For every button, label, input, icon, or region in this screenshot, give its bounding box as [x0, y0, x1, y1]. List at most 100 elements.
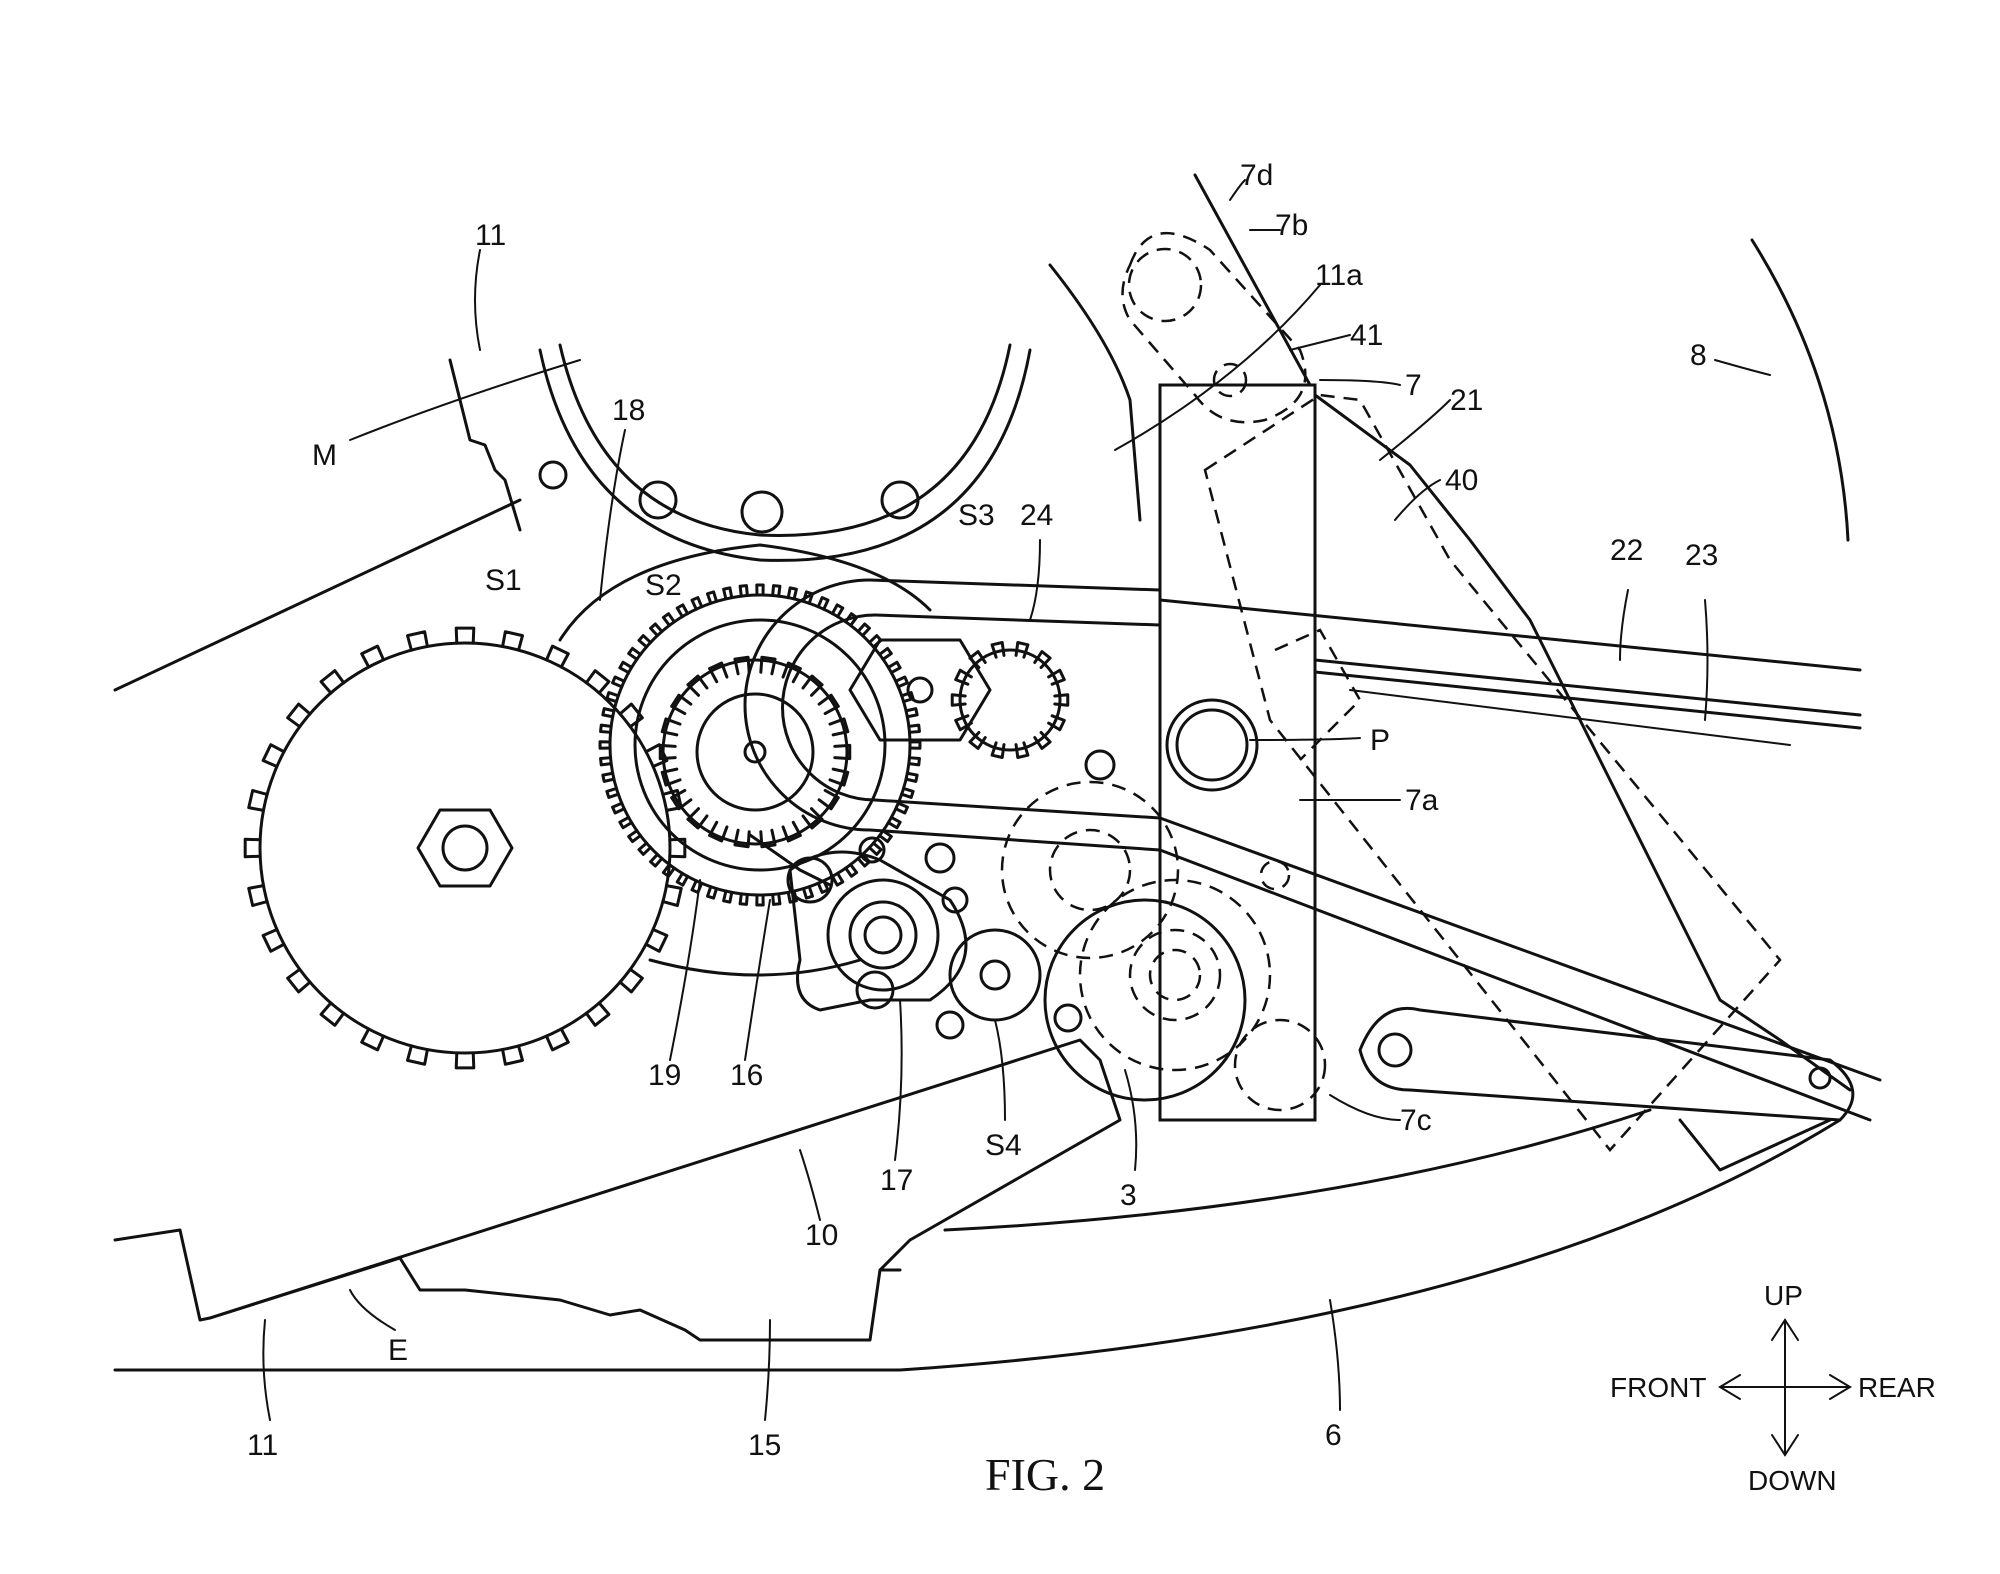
label-m: M — [312, 439, 337, 472]
gear-s4-outer — [948, 928, 1042, 1022]
sprocket-24-teeth — [950, 641, 1070, 759]
chain-lower-run — [868, 828, 1162, 852]
link-7b-pin-top — [1127, 247, 1203, 323]
small-bolt-a — [1084, 749, 1116, 781]
s1teeth-tooth — [360, 1027, 386, 1052]
s1teeth-tooth — [454, 1051, 476, 1070]
g19teeth-tooth — [771, 584, 782, 598]
s24teeth-tooth — [1014, 641, 1030, 659]
label-s2: S2 — [645, 569, 682, 602]
g19teeth-tooth — [867, 841, 883, 856]
g19teeth-tooth — [661, 612, 676, 627]
g19teeth-tooth — [801, 885, 814, 900]
g19teeth-tooth — [599, 756, 613, 767]
frame-6-arc — [113, 1118, 1842, 1372]
frame-11-bracket — [448, 358, 522, 532]
g19teeth-tooth — [637, 841, 653, 856]
part-8-arc — [1750, 238, 1850, 542]
g19teeth-tooth — [738, 584, 749, 598]
s2teeth-tooth — [759, 655, 777, 676]
leader-11-bottom — [262, 1319, 271, 1421]
s24teeth-tooth — [954, 668, 973, 686]
s2teeth-tooth — [759, 828, 777, 849]
frame-15-outline — [113, 1228, 902, 1342]
dir-down: DOWN — [1748, 1465, 1837, 1496]
leader-3 — [1124, 1069, 1138, 1171]
label-16: 16 — [730, 1059, 763, 1092]
g19teeth-tooth — [661, 863, 676, 878]
gear-s1 — [258, 641, 672, 1055]
label-p: P — [1370, 724, 1390, 757]
arrow-rear-head — [1829, 1374, 1852, 1400]
s1teeth-tooth — [584, 669, 611, 695]
g19teeth-tooth — [599, 723, 613, 734]
s1teeth-tooth — [584, 1001, 611, 1027]
g19teeth-tooth — [816, 596, 830, 611]
rail-22-upper — [1158, 598, 1862, 672]
gear-dashed-a — [1000, 780, 1180, 960]
direction-indicator: UP DOWN FRONT REAR — [1610, 1280, 1936, 1496]
s1teeth-tooth — [243, 837, 262, 859]
g19teeth-tooth — [900, 691, 915, 704]
leader-17 — [894, 999, 903, 1161]
s2teeth-tooth — [708, 661, 729, 684]
leader-6 — [1329, 1299, 1341, 1411]
g19teeth-tooth — [618, 660, 634, 675]
frame-upper-line — [113, 498, 522, 692]
sprocket-s3-shaft — [906, 676, 934, 704]
label-7b: 7b — [1275, 209, 1308, 242]
s2teeth-tooth — [670, 693, 693, 716]
g19teeth-tooth — [816, 879, 830, 894]
g19teeth-tooth — [894, 675, 909, 689]
g19teeth-tooth — [904, 707, 919, 719]
g19teeth-tooth — [605, 691, 620, 704]
link-7c-pin-left — [1377, 1032, 1413, 1068]
leader-8 — [1714, 359, 1771, 376]
g19teeth-tooth — [856, 622, 871, 638]
g19teeth-tooth — [738, 892, 749, 906]
label-8: 8 — [1690, 339, 1707, 372]
s1teeth-tooth — [261, 743, 286, 769]
s2teeth-tooth — [658, 743, 677, 761]
dir-rear: REAR — [1858, 1372, 1936, 1403]
g19teeth-tooth — [786, 586, 798, 601]
leader-23 — [1704, 599, 1709, 721]
bolt-2 — [638, 480, 678, 520]
g19teeth-tooth — [601, 707, 616, 719]
g19teeth-tooth — [722, 586, 734, 601]
arrow-down-head — [1771, 1434, 1799, 1457]
label-10: 10 — [805, 1219, 838, 1252]
label-24: 24 — [1020, 499, 1053, 532]
s1teeth-tooth — [261, 927, 286, 953]
gear-dashed-b-inner2 — [1148, 948, 1202, 1002]
s1teeth-tooth — [501, 630, 524, 652]
leader-24 — [1029, 539, 1041, 621]
g19teeth-tooth — [611, 675, 626, 689]
pivot-p-outer — [1165, 698, 1259, 792]
gear-s4-inner — [979, 959, 1011, 991]
leader-41 — [1289, 334, 1351, 351]
gear-s2-teeth — [658, 655, 852, 849]
g19teeth-tooth — [675, 871, 690, 887]
label-11a: 11a — [1315, 259, 1363, 292]
g19teeth-tooth — [755, 583, 765, 597]
label-17: 17 — [880, 1164, 913, 1197]
s2teeth-tooth — [733, 655, 751, 676]
bearing-17-inner — [863, 915, 903, 955]
s24teeth-tooth — [1033, 731, 1052, 750]
s1teeth-tooth — [247, 789, 269, 812]
s24teeth-tooth — [968, 731, 987, 750]
g19teeth-tooth — [907, 756, 921, 767]
leader-19 — [669, 879, 701, 1061]
figure-caption: FIG. 2 — [985, 1449, 1105, 1500]
s2teeth-tooth — [833, 743, 852, 761]
pivot-p-inner — [1175, 708, 1249, 782]
rail-lower-diag-a — [1158, 848, 1872, 1122]
g19teeth-tooth — [618, 815, 634, 830]
chain-inner-lower — [873, 798, 1162, 820]
g19teeth-tooth — [907, 723, 921, 734]
arrow-up-head — [1771, 1318, 1799, 1341]
label-e: E — [388, 1334, 408, 1367]
g19teeth-tooth — [649, 622, 664, 638]
leader-7c — [1329, 1094, 1401, 1121]
